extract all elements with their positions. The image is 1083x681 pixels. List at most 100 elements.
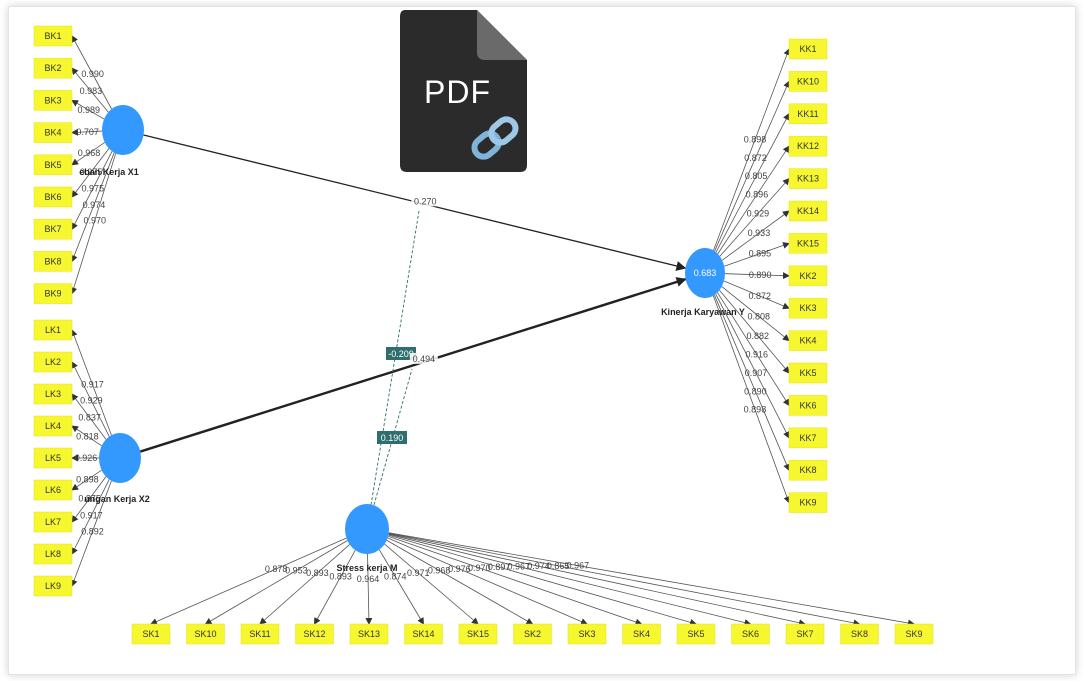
indicator-box-KK14[interactable] xyxy=(788,200,828,222)
indicator-box-BK2[interactable] xyxy=(33,57,73,79)
moderation-box-1[interactable] xyxy=(386,347,416,360)
indicator-box-KK6[interactable] xyxy=(788,395,828,416)
indicator-box-SK3[interactable] xyxy=(567,623,607,645)
indicator-box-BK8[interactable] xyxy=(33,251,73,272)
latent-node-Y[interactable] xyxy=(685,248,725,298)
indicator-box-SK10[interactable] xyxy=(186,623,225,645)
loading-arrow-SK15 xyxy=(384,543,479,625)
indicator-box-KK10[interactable] xyxy=(788,71,828,92)
loading-arrow-KK7 xyxy=(715,293,790,439)
indicator-label-SK6: SK6 xyxy=(742,629,759,639)
indicator-box-LK9[interactable] xyxy=(33,575,73,597)
loading-arrow-BK6 xyxy=(71,148,110,198)
indicator-box-SK15[interactable] xyxy=(458,623,498,645)
indicator-box-BK5[interactable] xyxy=(33,154,73,176)
indicator-box-LK3[interactable] xyxy=(33,383,73,405)
loading-arrow-SK13 xyxy=(365,553,373,625)
loading-value-KK4: 0.808 xyxy=(748,311,771,321)
moderation-value-1: -0.209 xyxy=(388,349,414,359)
indicator-box-KK5[interactable] xyxy=(788,362,828,384)
loading-arrow-KK13 xyxy=(719,177,790,257)
loading-arrow-KK6 xyxy=(717,292,790,407)
indicator-box-LK6[interactable] xyxy=(33,479,73,501)
loading-value-LK2: 0.929 xyxy=(80,396,103,406)
indicator-box-KK9[interactable] xyxy=(788,492,828,513)
indicator-box-BK3[interactable] xyxy=(33,90,73,111)
indicator-label-KK15: KK15 xyxy=(797,238,819,248)
indicator-box-KK1[interactable] xyxy=(788,38,828,60)
loading-arrow-SK2 xyxy=(386,539,534,625)
indicator-box-SK9[interactable] xyxy=(894,623,934,645)
indicator-box-KK3[interactable] xyxy=(788,297,828,319)
indicator-label-KK14: KK14 xyxy=(797,206,819,216)
loading-arrow-KK4 xyxy=(721,286,790,342)
indicator-label-LK6: LK6 xyxy=(45,485,61,495)
loading-arrow-LK1 xyxy=(70,329,112,436)
indicator-box-LK2[interactable] xyxy=(33,351,73,373)
loading-value-SK11: 0.893 xyxy=(306,568,329,578)
indicator-box-SK11[interactable] xyxy=(240,623,280,645)
indicator-label-BK3: BK3 xyxy=(44,95,61,105)
indicator-label-BK8: BK8 xyxy=(44,256,61,266)
loading-arrow-SK5 xyxy=(388,534,697,626)
loading-value-SK2: 0.968 xyxy=(428,565,451,575)
loading-value-SK1: 0.878 xyxy=(265,564,288,574)
loading-value-KK1: 0.898 xyxy=(744,135,767,145)
indicator-box-LK8[interactable] xyxy=(33,543,73,565)
latent-node-X1[interactable] xyxy=(102,105,144,155)
latent-node-X2[interactable] xyxy=(99,433,141,483)
indicator-box-LK4[interactable] xyxy=(33,415,73,437)
indicator-box-BK9[interactable] xyxy=(33,283,73,304)
indicator-label-BK9: BK9 xyxy=(44,289,61,299)
indicator-box-SK4[interactable] xyxy=(622,623,661,645)
indicator-box-SK13[interactable] xyxy=(349,623,389,645)
loading-value-KK5: 0.882 xyxy=(746,331,769,341)
indicator-label-SK1: SK1 xyxy=(142,629,159,639)
indicator-box-KK12[interactable] xyxy=(788,135,828,157)
loading-value-LK3: 0.837 xyxy=(78,413,101,423)
indicator-box-SK12[interactable] xyxy=(295,623,334,645)
loading-value-LK5: 0.926 xyxy=(75,453,98,463)
indicator-box-LK1[interactable] xyxy=(33,319,73,341)
indicator-box-KK13[interactable] xyxy=(788,168,828,189)
indicator-box-KK2[interactable] xyxy=(788,265,828,287)
indicator-box-KK4[interactable] xyxy=(788,330,828,351)
indicator-box-BK7[interactable] xyxy=(33,218,73,240)
loading-value-KK13: 0.929 xyxy=(747,209,770,219)
indicator-label-KK6: KK6 xyxy=(799,400,816,410)
indicator-box-BK4[interactable] xyxy=(33,122,73,143)
indicator-box-SK6[interactable] xyxy=(731,623,770,645)
indicator-label-KK7: KK7 xyxy=(799,433,816,443)
indicator-box-BK6[interactable] xyxy=(33,186,73,208)
indicator-label-SK5: SK5 xyxy=(687,629,704,639)
indicator-box-SK14[interactable] xyxy=(404,623,443,645)
indicator-box-KK7[interactable] xyxy=(788,427,828,449)
indicator-label-SK15: SK15 xyxy=(467,629,489,639)
indicator-label-LK4: LK4 xyxy=(45,421,61,431)
loading-value-KK6: 0.916 xyxy=(746,350,769,360)
moderation-box-2[interactable] xyxy=(377,431,407,444)
indicator-label-SK4: SK4 xyxy=(633,629,650,639)
latent-node-M[interactable] xyxy=(345,504,389,554)
indicator-box-SK1[interactable] xyxy=(131,623,171,645)
indicator-box-LK7[interactable] xyxy=(33,511,73,533)
indicator-box-BK1[interactable] xyxy=(33,25,73,47)
indicator-box-KK15[interactable] xyxy=(788,233,828,254)
indicator-box-SK7[interactable] xyxy=(785,623,825,645)
loading-value-KK11: 0.805 xyxy=(745,171,768,181)
loading-arrow-SK11 xyxy=(259,544,350,625)
loading-arrow-LK6 xyxy=(71,469,102,491)
indicator-box-SK8[interactable] xyxy=(840,623,879,645)
loading-value-BK3: 0.989 xyxy=(77,105,100,115)
indicator-box-LK5[interactable] xyxy=(33,447,73,469)
indicator-label-SK2: SK2 xyxy=(524,629,541,639)
indicator-box-KK8[interactable] xyxy=(788,459,828,481)
loading-arrow-KK1 xyxy=(713,48,791,251)
loading-value-SK7: 0.974 xyxy=(527,561,550,571)
indicator-label-SK13: SK13 xyxy=(358,629,380,639)
loading-arrow-SK1 xyxy=(150,537,347,625)
indicator-box-SK5[interactable] xyxy=(676,623,716,645)
indicator-box-SK2[interactable] xyxy=(513,623,552,645)
indicator-label-BK5: BK5 xyxy=(44,160,61,170)
indicator-box-KK11[interactable] xyxy=(788,103,828,125)
